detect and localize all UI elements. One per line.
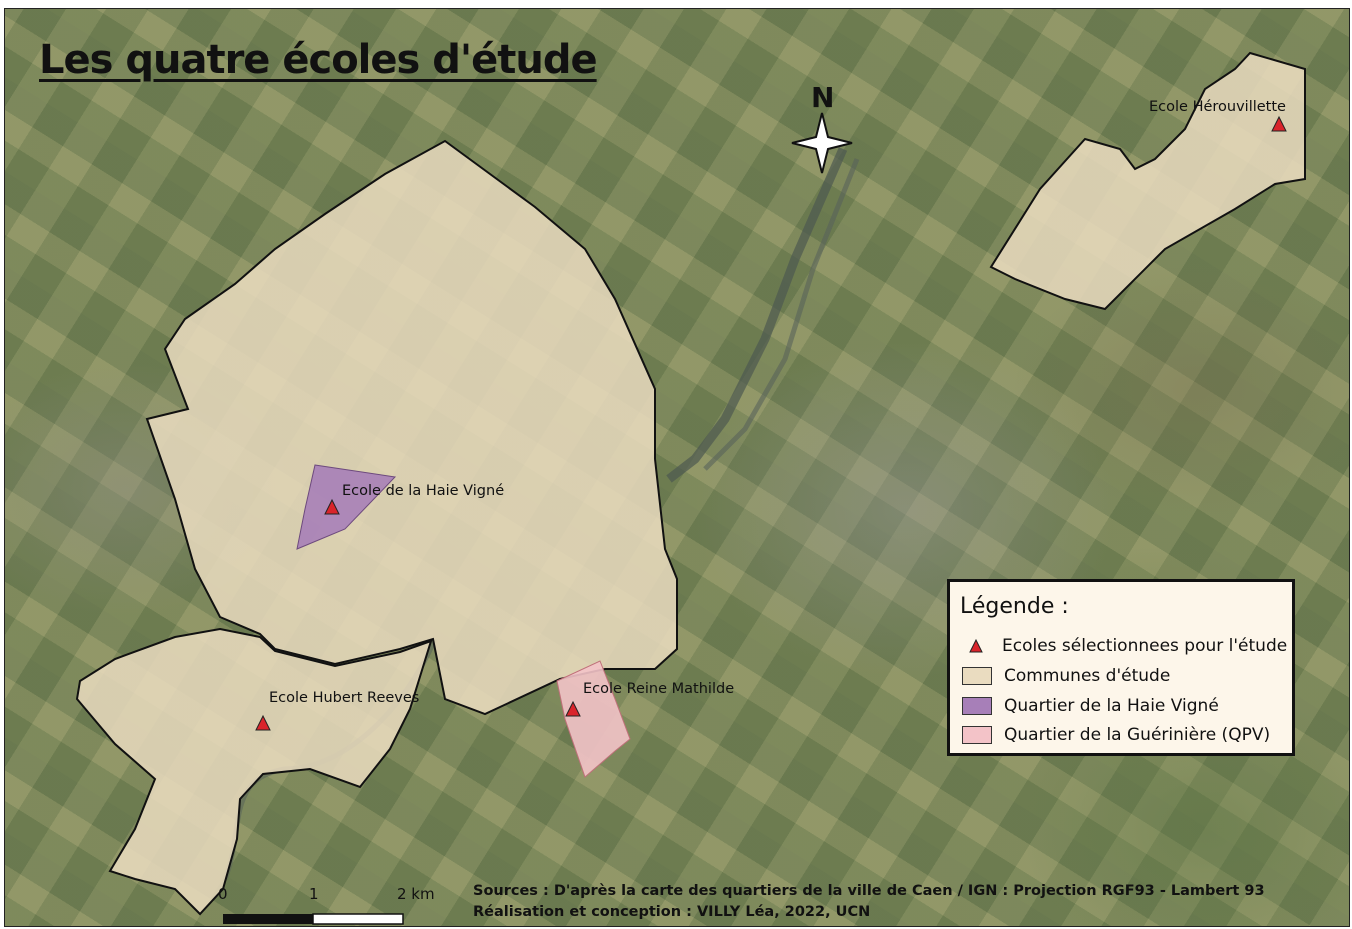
quartier-haie-vigne-polygon[interactable] [296, 464, 397, 550]
legend-label: Quartier de la Guérinière (QPV) [1004, 725, 1271, 745]
legend-swatch-communes [962, 667, 992, 685]
legend-swatch-gueriniere [962, 726, 992, 744]
legend-title: Légende : [960, 594, 1069, 619]
scale-tick-0: 0 [218, 885, 228, 903]
map-canvas[interactable]: Les quatre écoles d'étude N Ecole Hérouv… [4, 8, 1350, 927]
triangle-marker-icon [962, 638, 990, 654]
legend-swatch-haie-vigne [962, 697, 992, 715]
legend-label: Communes d'étude [1004, 666, 1171, 686]
legend-item-communes: Communes d'étude [962, 664, 1170, 688]
legend-item-schools: Ecoles sélectionnees pour l'étude [962, 634, 1287, 658]
school-label-haie-vigne: Ecole de la Haie Vigné [342, 483, 505, 499]
river-orne [666, 147, 848, 483]
legend-label: Quartier de la Haie Vigné [1004, 696, 1219, 716]
school-marker-hubert-reeves[interactable] [255, 714, 271, 731]
sources-line-1: Sources : D'après la carte des quartiers… [473, 883, 1265, 899]
compass-star-icon [791, 112, 853, 174]
sources-line-2: Réalisation et conception : VILLY Léa, 2… [473, 904, 871, 920]
legend-label: Ecoles sélectionnees pour l'étude [1002, 636, 1288, 656]
north-arrow-letter: N [811, 81, 835, 114]
commune-sw-polygon[interactable] [75, 627, 433, 916]
map-legend: Légende : Ecoles sélectionnees pour l'ét… [947, 579, 1295, 756]
canal [703, 158, 860, 471]
legend-item-haie-vigne: Quartier de la Haie Vigné [962, 694, 1219, 718]
map-title: Les quatre écoles d'étude [39, 37, 598, 83]
school-label-reine-mathilde: Ecole Reine Mathilde [583, 681, 735, 697]
school-marker-reine-mathilde[interactable] [565, 700, 581, 717]
school-marker-herouvillette[interactable] [1271, 115, 1287, 132]
scale-tick-1: 1 [309, 885, 319, 903]
quartier-gueriniere-polygon[interactable] [556, 660, 631, 778]
school-marker-haie-vigne[interactable] [324, 498, 340, 515]
scale-tick-2: 2 km [397, 885, 435, 903]
legend-item-gueriniere: Quartier de la Guérinière (QPV) [962, 723, 1270, 747]
school-label-hubert-reeves: Ecole Hubert Reeves [269, 690, 420, 706]
school-label-herouvillette: Ecole Hérouvillette [1149, 99, 1286, 115]
map-sources: Sources : D'après la carte des quartiers… [473, 881, 1265, 923]
commune-herouvillette-polygon[interactable] [989, 51, 1306, 311]
map-layers [75, 51, 1306, 925]
scale-bar [223, 913, 404, 925]
commune-caen-polygon[interactable] [145, 139, 678, 716]
